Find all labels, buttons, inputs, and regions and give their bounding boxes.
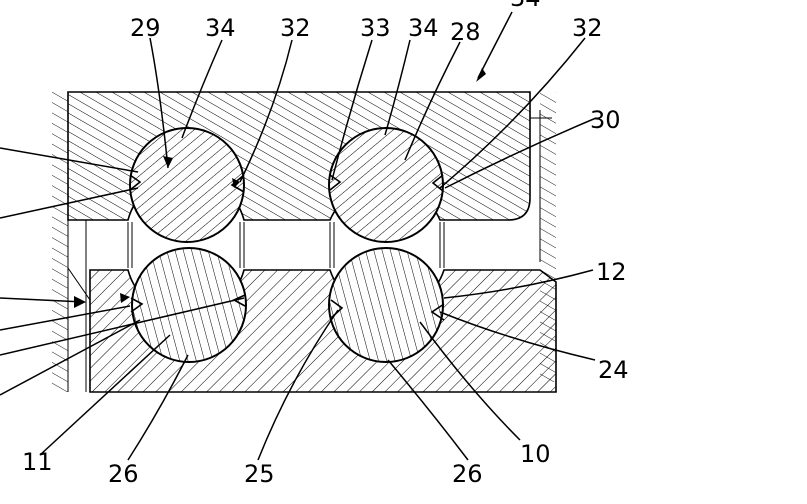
ref-25: 25 <box>244 460 275 488</box>
ref-32-top-left: 32 <box>280 14 311 42</box>
raceway-lines <box>85 220 445 392</box>
ref-24: 24 <box>598 356 629 384</box>
ball-lower-right <box>328 247 444 363</box>
ref-12: 12 <box>596 258 627 286</box>
ref-33-top: 33 <box>360 14 391 42</box>
leader-lines <box>0 11 597 461</box>
ball-upper-right <box>328 127 444 243</box>
ball-upper-left <box>129 127 245 243</box>
ref-11: 11 <box>22 448 53 476</box>
reference-labels: 29 34 32 33 34 28 34 32 30 12 24 10 26 2… <box>22 0 629 488</box>
ref-34-top-left: 34 <box>205 14 236 42</box>
ref-29-top: 29 <box>130 14 161 42</box>
ref-32-top-right: 32 <box>572 14 603 42</box>
ref-34-assembly: 34 <box>510 0 541 12</box>
ref-10: 10 <box>520 440 551 468</box>
ref-26-left: 26 <box>108 460 139 488</box>
wall-detail <box>67 117 552 301</box>
ball-lower-left <box>131 247 247 363</box>
arrowheads <box>74 68 486 308</box>
ref-28-top: 28 <box>450 18 481 46</box>
ref-30: 30 <box>590 106 621 134</box>
ref-26-right: 26 <box>452 460 483 488</box>
ref-34-top-right: 34 <box>408 14 439 42</box>
